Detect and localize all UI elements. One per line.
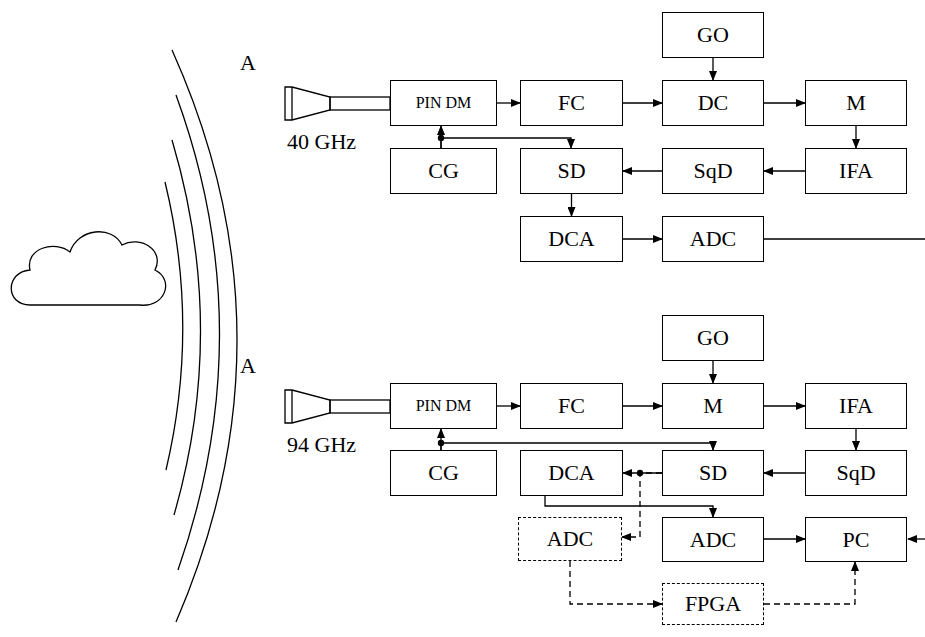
process-box: GO (662, 315, 764, 361)
horn-antenna (285, 87, 390, 120)
signal-connector (623, 238, 662, 239)
process-box: M (805, 80, 907, 126)
block-label: FC (558, 92, 585, 114)
process-box: SqD (662, 148, 764, 194)
block-label: M (846, 92, 866, 114)
signal-connector (764, 538, 805, 539)
signal-connector (441, 138, 571, 148)
signal-connector (441, 443, 713, 450)
antenna-label: 94 GHz (287, 434, 356, 456)
block-label: DCA (548, 462, 594, 484)
signal-connector (764, 170, 805, 171)
wave-arc (172, 50, 237, 622)
process-box: DCA (520, 216, 623, 262)
block-label: FPGA (685, 593, 741, 615)
signal-connector (764, 102, 805, 103)
process-box: PIN DM (390, 383, 497, 429)
signal-connector (545, 496, 713, 517)
process-box: SqD (805, 450, 907, 496)
wave-arc (165, 182, 183, 470)
process-box: IFA (805, 148, 907, 194)
signal-connector (855, 126, 856, 148)
process-box: ADC (662, 216, 764, 262)
signal-connector (623, 170, 662, 171)
block-label: PC (843, 529, 870, 551)
block-label: IFA (839, 160, 873, 182)
signal-connector (571, 194, 572, 216)
signal-connector (623, 405, 662, 406)
process-box: FC (520, 80, 623, 126)
process-box: ADC (662, 517, 764, 562)
wave-arc (172, 140, 201, 515)
block-label: GO (697, 24, 729, 46)
block-label: CG (428, 160, 459, 182)
process-box: FPGA (662, 583, 764, 625)
block-label: GO (697, 327, 729, 349)
signal-connector (764, 562, 855, 604)
block-label: ADC (547, 528, 593, 550)
signal-connector (622, 473, 662, 537)
block-label: DC (698, 92, 729, 114)
process-box: DCA (520, 450, 623, 496)
signal-connector (497, 405, 520, 406)
process-box: SD (662, 450, 764, 496)
block-label: SD (699, 462, 727, 484)
input-wire (908, 538, 925, 539)
output-wire (764, 238, 925, 239)
block-label: PIN DM (416, 95, 472, 111)
horn-antenna (285, 390, 390, 423)
process-box: FC (520, 383, 623, 429)
block-label: SqD (836, 462, 875, 484)
signal-connector (623, 102, 662, 103)
process-box: PIN DM (390, 80, 497, 126)
signal-connector (764, 472, 805, 473)
process-box: PC (805, 517, 907, 562)
signal-connector (712, 58, 713, 80)
process-box: GO (662, 12, 764, 58)
block-label: DCA (548, 228, 594, 250)
signal-connector (497, 102, 520, 103)
block-label: M (703, 395, 723, 417)
process-box: IFA (805, 383, 907, 429)
signal-connector (764, 405, 805, 406)
antenna-label: A (240, 355, 256, 377)
block-label: CG (428, 462, 459, 484)
process-box: ADC (518, 517, 622, 561)
antenna-label: 40 GHz (287, 131, 356, 153)
process-box: DC (662, 80, 764, 126)
process-box: CG (390, 450, 497, 496)
signal-connector (570, 561, 662, 604)
antenna-label: A (240, 52, 256, 74)
signal-connector (712, 361, 713, 383)
process-box: M (662, 383, 764, 429)
block-label: FC (558, 395, 585, 417)
cloud (11, 232, 165, 305)
block-label: ADC (690, 529, 736, 551)
block-label: SqD (693, 160, 732, 182)
process-box: CG (390, 148, 497, 194)
signal-connector (855, 429, 856, 450)
block-label: ADC (690, 228, 736, 250)
block-label: PIN DM (416, 398, 472, 414)
block-label: IFA (839, 395, 873, 417)
block-label: SD (557, 160, 585, 182)
process-box: SD (520, 148, 623, 194)
